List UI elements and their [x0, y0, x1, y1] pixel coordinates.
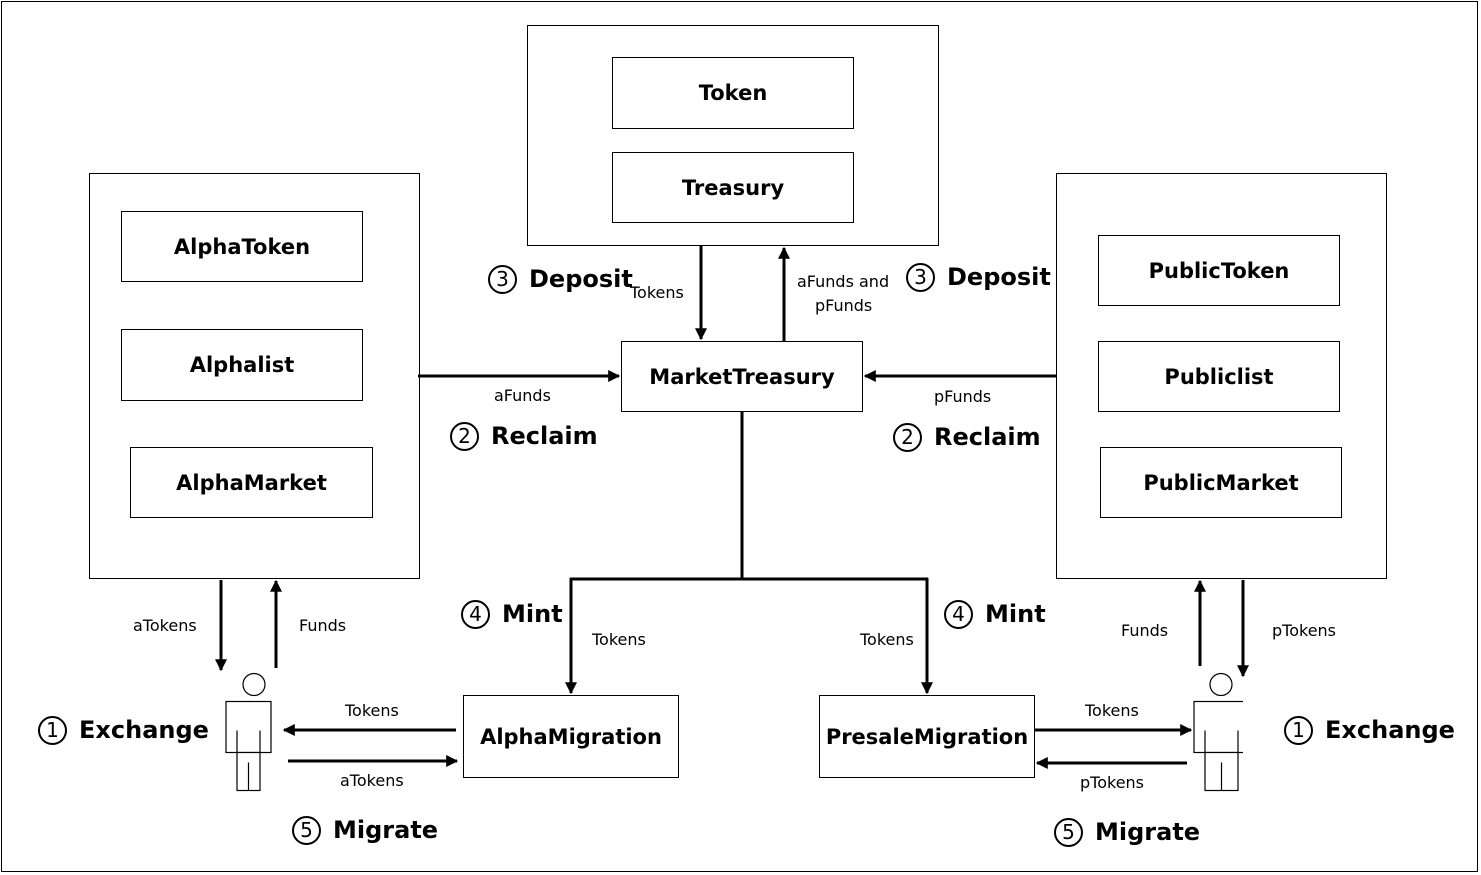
user-right-person-icon	[1193, 672, 1243, 792]
public-token-node: PublicToken	[1098, 235, 1340, 306]
step-exchange-right: 1 Exchange	[1284, 713, 1455, 747]
step-deposit-right: 3 Deposit	[906, 260, 1051, 294]
edge-label-tokens-migrate-left: Tokens	[345, 701, 399, 720]
step-migrate-left: 5 Migrate	[292, 813, 438, 847]
step-label: Mint	[502, 600, 563, 628]
edge-label-funds-deposit-line1: aFunds and	[797, 272, 890, 291]
step-reclaim-left: 2 Reclaim	[450, 419, 598, 453]
step-label: Exchange	[1325, 716, 1455, 744]
step-label: Deposit	[947, 263, 1051, 291]
step-reclaim-right: 2 Reclaim	[893, 420, 1041, 454]
step-label: Exchange	[79, 716, 209, 744]
edge-label-funds-exchange-left: Funds	[299, 616, 347, 635]
edge-label-atokens-exchange: aTokens	[133, 616, 197, 635]
user-left-person-icon	[225, 672, 272, 792]
step-number: 4	[461, 599, 490, 629]
step-deposit-left: 3 Deposit	[488, 262, 633, 296]
step-number: 3	[488, 264, 517, 294]
alpha-migration-node: AlphaMigration	[463, 695, 679, 778]
publiclist-node: Publiclist	[1098, 341, 1340, 412]
alphalist-node: Alphalist	[121, 329, 363, 401]
step-label: Migrate	[1095, 818, 1201, 846]
step-number: 1	[1284, 715, 1313, 745]
step-label: Reclaim	[491, 422, 598, 450]
step-number: 5	[292, 815, 321, 845]
step-mint-left: 4 Mint	[461, 597, 563, 631]
step-number: 3	[906, 262, 935, 292]
edge-label-atokens-migrate: aTokens	[340, 771, 404, 790]
edge-label-funds-deposit-line2: pFunds	[815, 296, 873, 315]
step-number: 1	[38, 715, 67, 745]
treasury-node: Treasury	[612, 152, 854, 223]
step-exchange-left: 1 Exchange	[38, 713, 209, 747]
market-treasury-node: MarketTreasury	[621, 341, 863, 412]
step-number: 2	[893, 422, 922, 452]
edge-label-ptokens-exchange: pTokens	[1272, 621, 1337, 640]
alpha-market-node: AlphaMarket	[130, 447, 373, 518]
alpha-token-node: AlphaToken	[121, 211, 363, 282]
edge-label-tokens-migrate-right: Tokens	[1085, 701, 1139, 720]
public-market-node: PublicMarket	[1100, 447, 1342, 518]
step-label: Mint	[985, 600, 1046, 628]
edge-label-ptokens-migrate: pTokens	[1080, 773, 1145, 792]
edge-label-funds-exchange-right: Funds	[1121, 621, 1169, 640]
step-number: 2	[450, 421, 479, 451]
edge-label-tokens-mint-right: Tokens	[860, 630, 914, 649]
edge-label-tokens-mint-left: Tokens	[592, 630, 646, 649]
step-label: Reclaim	[934, 423, 1041, 451]
edge-label-afunds: aFunds	[494, 386, 551, 405]
step-label: Deposit	[529, 265, 633, 293]
edge-label-pfunds: pFunds	[934, 387, 992, 406]
step-number: 4	[944, 599, 973, 629]
step-label: Migrate	[333, 816, 439, 844]
step-mint-right: 4 Mint	[944, 597, 1046, 631]
token-node: Token	[612, 57, 854, 129]
step-number: 5	[1054, 817, 1083, 847]
presale-migration-node: PresaleMigration	[819, 695, 1035, 778]
step-migrate-right: 5 Migrate	[1054, 815, 1200, 849]
edge-label-tokens-deposit: Tokens	[630, 283, 684, 302]
